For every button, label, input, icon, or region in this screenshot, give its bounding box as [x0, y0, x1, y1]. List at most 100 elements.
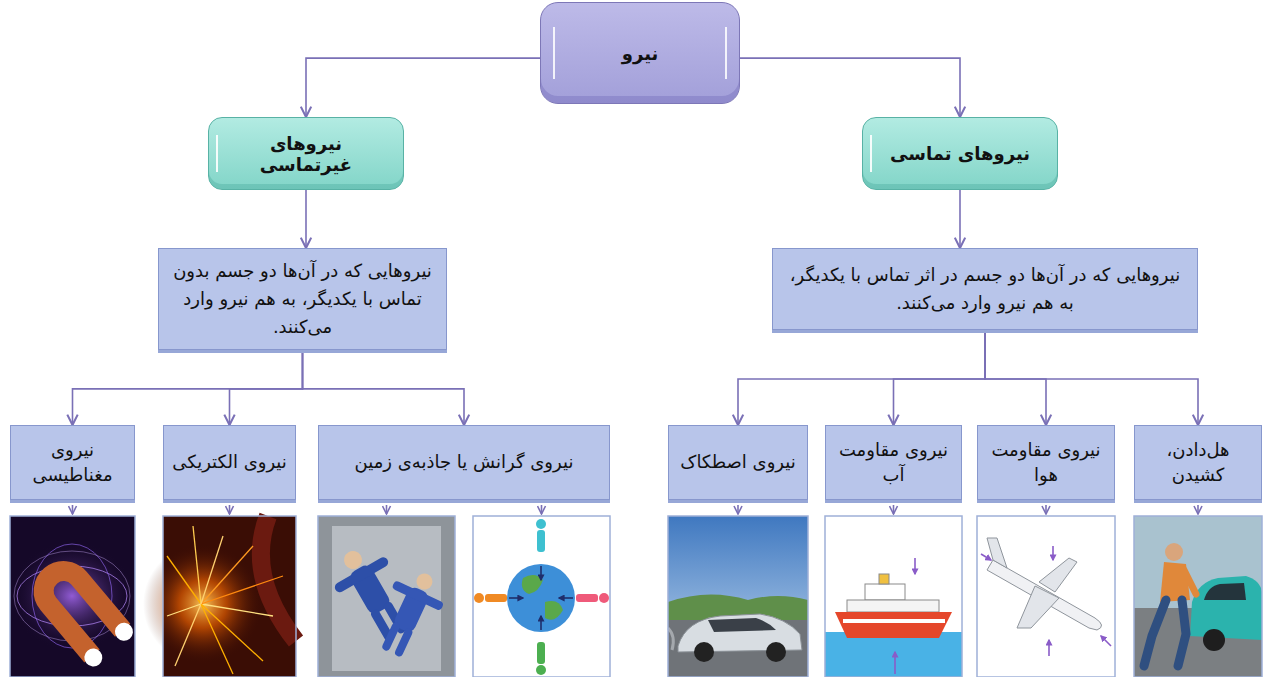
body: [537, 530, 545, 552]
head: [414, 571, 435, 592]
push-picture: [1134, 516, 1262, 677]
force-arrow: [914, 558, 916, 574]
globe-picture: [473, 516, 610, 677]
earth: [507, 564, 575, 632]
connectors: [73, 58, 1199, 425]
node-text: نیروی اصطکاک: [680, 450, 795, 474]
picture-frame: [1134, 516, 1262, 677]
node-text: نیروی الکتریکی: [172, 450, 287, 474]
spark: [201, 536, 223, 604]
force-arrow: [1048, 640, 1050, 656]
spark-lines: [167, 526, 283, 674]
ship-hull: [835, 612, 952, 638]
force-arrow: [894, 652, 896, 674]
wheel: [766, 642, 786, 662]
picture-arrow: [386, 505, 388, 514]
spark: [201, 604, 233, 674]
head: [1165, 543, 1183, 561]
magnet-picture: [10, 516, 137, 677]
water: [825, 632, 962, 677]
picture-arrows: [73, 505, 1199, 514]
connector-arrow: [230, 350, 303, 425]
gravity-arrow: [509, 597, 523, 599]
head: [536, 519, 546, 529]
car-picture: [668, 516, 808, 677]
picture-frame: [473, 516, 610, 677]
connector-arrow: [306, 58, 540, 117]
people-picture: [318, 516, 455, 677]
leg: [1178, 600, 1186, 666]
picture-frame: [668, 516, 808, 677]
node-text: نیروهای تماسی: [890, 143, 1030, 164]
picture-arrow: [737, 505, 739, 514]
ship-cabin: [865, 584, 905, 600]
picture-arrow: [541, 505, 543, 514]
head: [599, 593, 609, 603]
node-text: نیروی گرانش یا جاذبه‌ی زمین: [355, 450, 574, 474]
arm: [1184, 570, 1196, 594]
spark: [201, 576, 283, 604]
picture-frame: [977, 516, 1115, 677]
plane-tail: [987, 538, 1007, 568]
force-box: نیروی اصطکاک: [668, 425, 808, 500]
magnet-pole: [81, 645, 106, 670]
wheel: [1203, 629, 1225, 651]
ship-deck: [847, 600, 939, 612]
force-box: نیروی الکتریکی: [163, 425, 296, 500]
car-body: [1190, 576, 1262, 640]
plane-wing: [1039, 558, 1077, 592]
person-figure: [367, 563, 453, 665]
node-text: نیروی مقاومت آب: [831, 438, 956, 487]
connector-arrow: [738, 330, 985, 425]
person-left: [474, 593, 507, 603]
gravity-arrows: [509, 566, 573, 630]
category-box: نیروهای غیرتماسی: [208, 117, 404, 190]
node-text: نیروی مقاومت هوا: [983, 438, 1109, 487]
connector-arrow: [985, 330, 1198, 425]
picture-ground: [10, 516, 135, 677]
picture-frame: [10, 516, 135, 677]
hull-stripe: [843, 619, 945, 623]
magnet-pole: [111, 619, 136, 644]
node-text: نیرو: [622, 43, 659, 64]
connector-arrow: [959, 190, 961, 248]
definition-box: نیروهایی که در آن‌ها دو جسم بدون تماس با…: [158, 248, 447, 350]
gravity-arrow: [540, 566, 542, 580]
spark: [167, 556, 201, 604]
force-box: نیروی مقاومت آب: [825, 425, 962, 500]
wheel: [694, 642, 714, 662]
picture-ground: [318, 516, 455, 677]
plane-fuselage: [987, 560, 1102, 630]
spark: [193, 526, 201, 604]
body: [485, 594, 507, 602]
force-arrows: [981, 546, 1111, 656]
land: [522, 575, 543, 594]
person-right: [576, 593, 609, 603]
picture-ground: [977, 516, 1115, 677]
picture-arrow: [893, 505, 895, 514]
head: [341, 548, 366, 573]
picture-arrow: [1045, 505, 1047, 514]
suit-leg: [394, 627, 414, 658]
gravity-arrow: [559, 597, 573, 599]
head: [474, 593, 484, 603]
force-arrow: [981, 554, 991, 560]
body: [576, 594, 598, 602]
force-arrow: [1052, 546, 1054, 560]
node-text: نیروی مغناطیسی: [16, 438, 129, 487]
horseshoe-magnet: [29, 557, 137, 670]
picture-ground: [668, 516, 808, 677]
node-text: هل‌دادن، کشیدن: [1140, 438, 1256, 487]
force-arrow: [1101, 636, 1111, 646]
connector-arrow: [985, 330, 1046, 425]
force-box: نیروی گرانش یا جاذبه‌ی زمین: [318, 425, 610, 500]
force-arrows: [895, 558, 915, 674]
gravity-arrow: [540, 616, 542, 630]
sparks-picture: [143, 516, 296, 677]
car-window: [708, 618, 776, 632]
connector-arrow: [894, 330, 986, 425]
picture-arrow: [72, 505, 74, 514]
connector-arrow: [740, 58, 960, 117]
